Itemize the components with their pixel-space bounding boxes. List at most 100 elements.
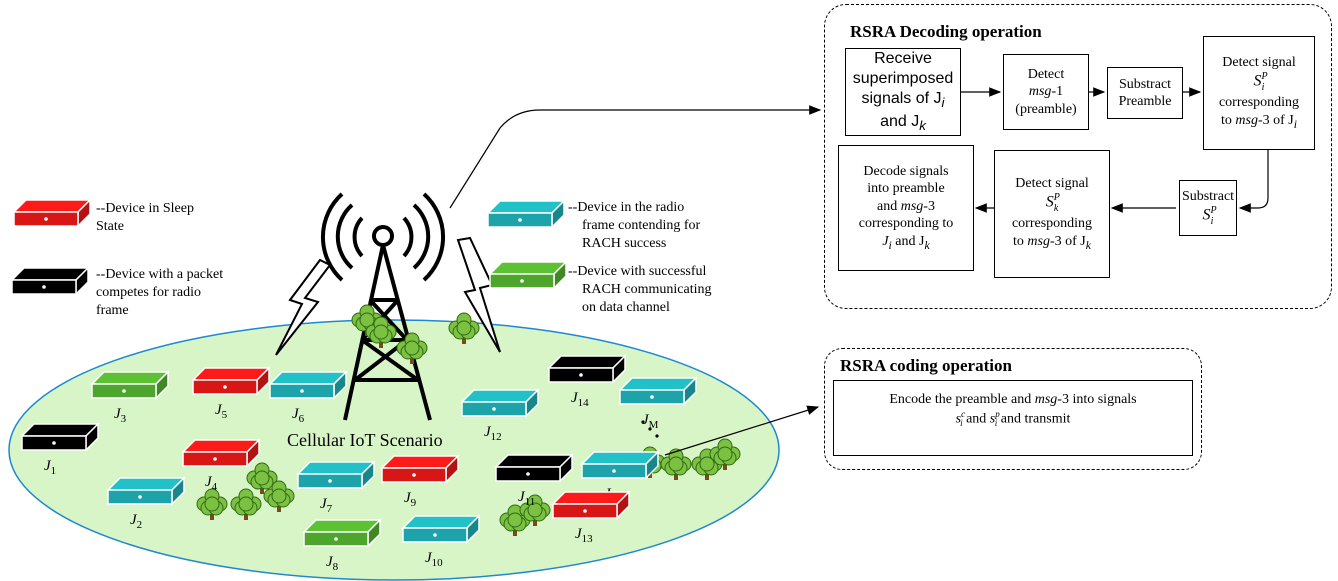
device-j14	[547, 354, 627, 384]
tree-icon	[709, 438, 741, 470]
device-j5	[191, 366, 271, 396]
tree-icon	[246, 462, 278, 494]
legend-sleep-icon	[12, 198, 92, 228]
legend-sleep: --Device in Sleep State	[96, 200, 194, 236]
device-j2	[106, 476, 186, 506]
step2-line1: Detect	[1027, 66, 1065, 82]
step4-sym: S	[1253, 72, 1262, 90]
step4-line4c: -3 of J	[1257, 112, 1294, 128]
legend-packet-line2: competes for radio	[96, 285, 201, 301]
tree-icon	[519, 494, 551, 526]
legend-contending-line2: frame contending for	[582, 218, 701, 234]
scenario-label: Cellular IoT Scenario	[287, 430, 443, 450]
step5-line1: Substract	[1181, 188, 1235, 204]
tree-icon	[660, 448, 692, 480]
step7-line1: Decode signals	[863, 163, 949, 179]
device-j3	[90, 370, 170, 400]
coding-s1sub: i	[960, 417, 963, 428]
step6-sym: S	[1045, 193, 1054, 211]
coding-end: and transmit	[997, 411, 1071, 427]
coding-s2: s	[989, 411, 996, 427]
legend-success-icon	[488, 260, 568, 290]
coding-line1b: msg	[1034, 392, 1058, 407]
step-detect-preamble: Detect msg-1 (preamble)	[1003, 54, 1089, 130]
step2-msg-num: -1	[1051, 84, 1064, 100]
coding-s2sub: i	[994, 417, 998, 428]
step3-line1: Substract	[1118, 76, 1172, 92]
legend-packet-icon	[10, 266, 90, 296]
legend-icons	[10, 198, 568, 296]
decoding-flow-arrows	[961, 87, 1269, 213]
step1-line3: signals of J	[861, 90, 942, 108]
legend-packet-line3: frame	[96, 303, 129, 319]
step6-line4sub: k	[1085, 238, 1091, 252]
step1-line2: superimposed	[852, 70, 954, 88]
coding-panel	[824, 348, 1202, 470]
coding-s1: s	[955, 411, 962, 427]
device-j12	[460, 388, 540, 418]
step-receive-signals: Receive superimposed signals of Ji and J…	[845, 48, 961, 136]
device-to-coder-arrow	[664, 405, 820, 456]
device-jm	[618, 376, 698, 406]
device-j8	[302, 518, 382, 548]
step7-line5sub2: k	[924, 238, 930, 252]
decoding-panel	[824, 4, 1332, 309]
decoding-title: RSRA Decoding operation	[850, 22, 1042, 41]
step4-sup: P	[1261, 71, 1268, 83]
legend-contending-line3: RACH success	[582, 236, 667, 252]
step7-line5sub: i	[888, 238, 892, 252]
legend-contending: --Device in the radio frame contending f…	[568, 199, 700, 254]
step-decode-signals: Decode signals into preamble and msg-3 c…	[838, 145, 974, 271]
device-j10	[401, 514, 481, 544]
step-substract-signal: Substract SPi	[1179, 180, 1237, 236]
step7-line5b: and J	[891, 233, 925, 249]
step-detect-signal-i: Detect signal SPi corresponding to msg-3…	[1203, 36, 1315, 150]
tree-icon	[196, 488, 228, 520]
step1-line1: Receive	[874, 50, 932, 68]
step7-line3a: and	[877, 198, 901, 214]
device-j1	[20, 422, 100, 452]
legend-packet: --Device with a packet competes for radi…	[96, 266, 223, 321]
lightning-left-icon	[275, 258, 332, 356]
step6-line4a: to	[1013, 233, 1028, 249]
step3-line2: Preamble	[1118, 94, 1172, 109]
step6-line4c: -3 of J	[1049, 233, 1086, 249]
tree-icon	[365, 316, 397, 348]
coding-line1a: Encode the preamble and	[889, 392, 1035, 407]
device-j13	[551, 490, 631, 520]
legend-success-line3: on data channel	[582, 300, 670, 316]
step6-sup: P	[1053, 192, 1060, 204]
ellipsis-dots	[641, 420, 659, 438]
device-j4	[181, 438, 261, 468]
step4-line4a: to	[1221, 112, 1236, 128]
device-j7	[296, 460, 376, 490]
tree-icon	[263, 480, 295, 512]
step1-sub3: i	[941, 95, 945, 111]
step7-line5a: J	[882, 233, 889, 249]
step6-sub: k	[1053, 202, 1059, 214]
step2-msg: msg	[1028, 84, 1052, 100]
legend-success: --Device with successful RACH communicat…	[568, 263, 712, 318]
coding-title: RSRA coding operation	[840, 356, 1012, 375]
coding-s2sup: p	[995, 408, 1000, 419]
device-j11	[494, 453, 574, 483]
device-ji	[580, 450, 660, 480]
step-substract-preamble: Substract Preamble	[1107, 67, 1183, 119]
step1-line4: and J	[880, 113, 920, 130]
step4-line3: corresponding	[1218, 95, 1300, 111]
step5-sup: P	[1210, 205, 1217, 217]
coding-mid: and	[962, 411, 990, 427]
device-j6	[268, 370, 348, 400]
lightning-right-icon	[456, 236, 501, 353]
step4-line4sub: i	[1293, 117, 1297, 131]
legend-success-line2: RACH communicating	[582, 282, 712, 298]
step5-sym: S	[1202, 206, 1211, 224]
coding-step: Encode the preamble and msg-3 into signa…	[833, 380, 1193, 456]
scenario-ellipse	[8, 319, 780, 581]
tree-icon	[230, 488, 262, 520]
step6-line4b: msg	[1027, 233, 1050, 249]
legend-contending-icon	[486, 199, 566, 229]
device-group: J3J5J6J1J4J2J7J9J8J10J12J14JMJ11JiJ13	[20, 354, 698, 573]
step6-line1: Detect signal	[1015, 175, 1089, 191]
step7-line3c: -3	[923, 198, 935, 214]
